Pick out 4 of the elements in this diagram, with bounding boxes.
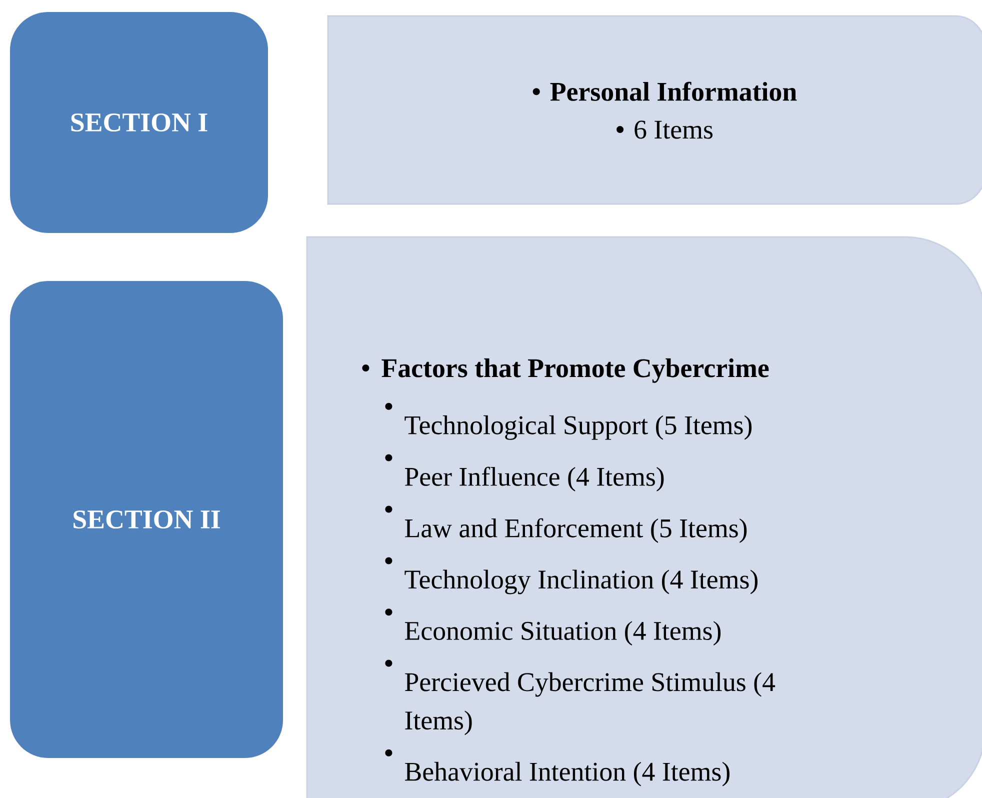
- factors-panel: Factors that Promote Cybercrime Technological Support (5 Items) Peer Influence (4 Items) Law and Enforcement (5 Items) Technology Inclination (4 Items) Economic Situation (4 Items) Percieved Cybercrime Stimulus (4 Items) Behavioral Intention (4 Items): [306, 236, 982, 798]
- section-box: SECTION I: [10, 12, 268, 233]
- info-panel: Personal Information 6 Items: [327, 15, 982, 205]
- section-box: SECTION II: [10, 281, 283, 758]
